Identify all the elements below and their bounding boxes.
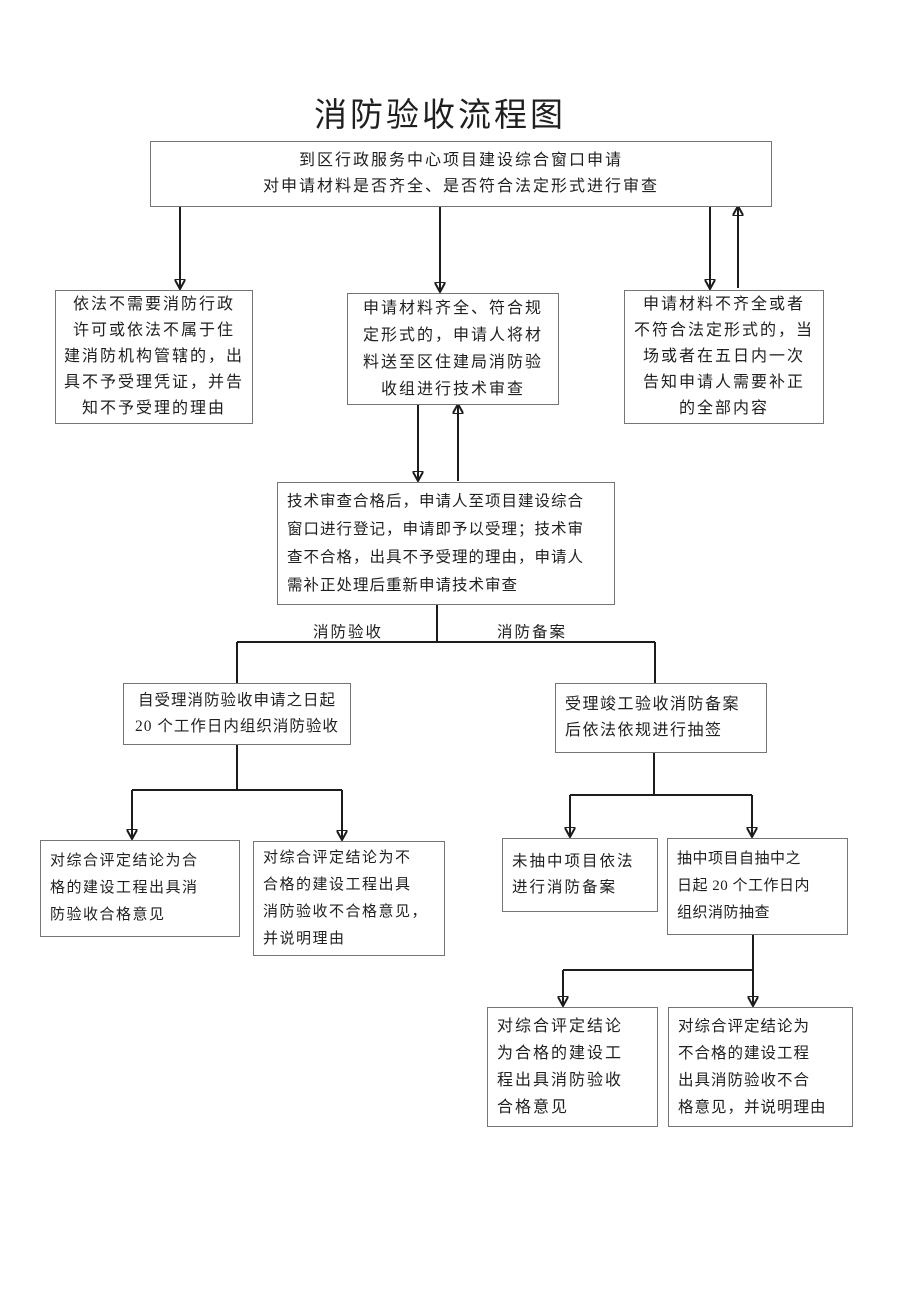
node-text-line: 依法不需要消防行政 bbox=[72, 296, 235, 313]
node-spotcheck-fail: 对综合评定结论为不合格的建设工程出具消防验收不合格意见，并说明理由 bbox=[668, 1007, 853, 1127]
node-text-line: 到区行政服务中心项目建设综合窗口申请 bbox=[298, 152, 623, 169]
node-text-line: 自受理消防验收申请之日起 bbox=[137, 692, 336, 709]
node-spotcheck-pass: 对综合评定结论为合格的建设工程出具消防验收合格意见 bbox=[487, 1007, 658, 1127]
node-acceptance-pass: 对综合评定结论为合格的建设工程出具消防验收合格意见 bbox=[40, 840, 240, 937]
node-text-line: 不符合法定形式的，当 bbox=[633, 322, 814, 339]
node-text-line: 消防验收不合格意见， bbox=[263, 903, 429, 920]
node-text-line: 对综合评定结论为合 bbox=[50, 853, 199, 869]
node-text-line: 组织消防抽查 bbox=[677, 905, 771, 921]
node-text-line: 申请材料齐全、符合规 bbox=[362, 300, 543, 317]
node-text-line: 对综合评定结论为 bbox=[678, 1018, 811, 1035]
node-text-line: 未抽中项目依法 bbox=[512, 853, 635, 870]
node-text-line: 程出具消防验收 bbox=[497, 1072, 624, 1089]
node-text-line: 需补正处理后重新申请技术审查 bbox=[287, 576, 519, 594]
node-not-drawn: 未抽中项目依法进行消防备案 bbox=[502, 838, 658, 912]
node-text-line: 许可或依法不属于住 bbox=[72, 322, 235, 339]
node-text-line: 建消防机构管辖的，出 bbox=[63, 348, 244, 365]
node-no-permit-needed: 依法不需要消防行政许可或依法不属于住建消防机构管辖的，出具不予受理凭证，并告知不… bbox=[55, 290, 253, 424]
connector-spotcheck-split bbox=[563, 934, 754, 971]
connector-branch-split bbox=[236, 604, 656, 684]
node-tech-review: 技术审查合格后，申请人至项目建设综合窗口进行登记，申请即予以受理；技术审查不合格… bbox=[277, 482, 615, 605]
node-text-line: 收组进行技术审查 bbox=[380, 381, 525, 398]
connector-acceptance-split bbox=[132, 744, 342, 791]
node-fire-filing: 受理竣工验收消防备案后依法依规进行抽签 bbox=[555, 683, 767, 753]
node-text-line: 合格意见 bbox=[497, 1099, 570, 1116]
page-title: 消防验收流程图 bbox=[314, 98, 566, 134]
node-text-line: 出具消防验收不合 bbox=[678, 1072, 811, 1089]
node-text-line: 20 个工作日内组织消防验收 bbox=[135, 718, 339, 735]
node-text-line: 申请材料不齐全或者 bbox=[642, 296, 805, 313]
node-text-line: 防验收合格意见 bbox=[50, 907, 166, 923]
node-drawn: 抽中项目自抽中之日起 20 个工作日内组织消防抽查 bbox=[667, 838, 848, 935]
node-text-line: 定形式的，申请人将材 bbox=[362, 327, 543, 344]
node-text-line: 不合格的建设工程 bbox=[678, 1045, 811, 1062]
node-text-line: 日起 20 个工作日内 bbox=[677, 878, 811, 894]
node-text-line: 的全部内容 bbox=[678, 400, 769, 417]
node-window-application: 到区行政服务中心项目建设综合窗口申请对申请材料是否齐全、是否符合法定形式进行审查 bbox=[150, 141, 772, 207]
node-text-line: 对申请材料是否齐全、是否符合法定形式进行审查 bbox=[262, 178, 659, 195]
node-text-line: 格的建设工程出具消 bbox=[50, 880, 199, 896]
node-text-line: 对综合评定结论 bbox=[497, 1018, 624, 1035]
node-text-line: 进行消防备案 bbox=[512, 879, 618, 896]
node-text-line: 受理竣工验收消防备案 bbox=[565, 696, 741, 713]
node-text-line: 技术审查合格后，申请人至项目建设综合 bbox=[287, 492, 585, 510]
node-fire-acceptance: 自受理消防验收申请之日起 20 个工作日内组织消防验收 bbox=[123, 683, 351, 745]
node-acceptance-fail: 对综合评定结论为不合格的建设工程出具消防验收不合格意见， 并说明理由 bbox=[253, 841, 445, 956]
branch-label-fire-filing: 消防备案 bbox=[496, 624, 567, 641]
node-text-line: 具不予受理凭证，并告 bbox=[63, 374, 244, 391]
node-text-line: 查不合格，出具不予受理的理由，申请人 bbox=[287, 548, 585, 566]
node-text-line: 场或者在五日内一次 bbox=[642, 348, 805, 365]
node-text-line: 抽中项目自抽中之 bbox=[677, 851, 802, 867]
node-text-line: 后依法依规进行抽签 bbox=[565, 722, 723, 739]
node-text-line: 窗口进行登记，申请即予以受理；技术审 bbox=[287, 520, 585, 538]
node-text-line: 并说明理由 bbox=[263, 930, 346, 947]
node-text-line: 为合格的建设工 bbox=[497, 1045, 624, 1062]
node-materials-incomplete: 申请材料不齐全或者不符合法定形式的，当场或者在五日内一次告知申请人需要补正的全部… bbox=[624, 290, 824, 424]
node-text-line: 料送至区住建局消防验 bbox=[362, 354, 543, 371]
node-text-line: 合格的建设工程出具 bbox=[263, 876, 412, 893]
node-text-line: 格意见，并说明理由 bbox=[678, 1099, 827, 1116]
node-text-line: 知不予受理的理由 bbox=[81, 400, 226, 417]
node-text-line: 告知申请人需要补正 bbox=[642, 374, 805, 391]
node-materials-complete: 申请材料齐全、符合规定形式的，申请人将材料送至区住建局消防验收组进行技术审查 bbox=[347, 293, 559, 405]
node-text-line: 对综合评定结论为不 bbox=[263, 849, 412, 866]
branch-label-fire-acceptance: 消防验收 bbox=[312, 624, 383, 641]
connector-filing-split bbox=[570, 752, 752, 796]
